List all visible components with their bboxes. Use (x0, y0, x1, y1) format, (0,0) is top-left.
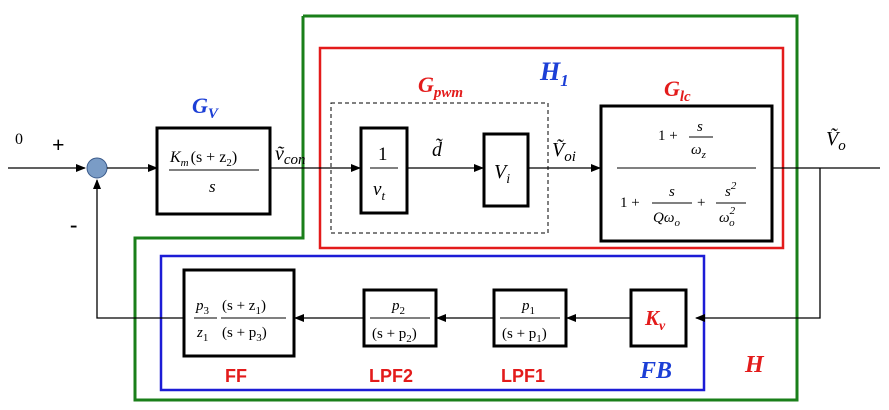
plus-sign: + (52, 132, 65, 157)
glc-num-s: s (697, 119, 703, 135)
vt-block (359, 126, 409, 215)
kv-block (629, 288, 688, 348)
ff-block (182, 268, 296, 358)
kv-gain: Kv (644, 306, 666, 334)
summing-junction (86, 157, 108, 179)
vi-block (482, 132, 530, 208)
gv-group-label: GV (192, 93, 220, 122)
glc-group-label: Glc (664, 76, 691, 105)
ff-den2: (s + p3) (222, 325, 267, 344)
lpf2-denominator: (s + p2) (372, 326, 417, 345)
lpf2-numerator: p2 (391, 298, 405, 317)
fb-group-boundary (159, 254, 706, 392)
d-tilde-label: d̃ (432, 137, 443, 161)
vi-gain: Vi (494, 161, 510, 187)
h1-group-label: H1 (539, 57, 569, 90)
glc-block (599, 104, 774, 243)
glc-den-plus: + (697, 195, 705, 211)
glc-num-one: 1 + (658, 128, 678, 144)
v-con-label: ṽcon (275, 143, 306, 168)
minus-sign: - (70, 212, 77, 237)
h1-group-boundary (318, 46, 785, 250)
vt-denominator: vt (373, 179, 385, 203)
lpf1-label: LPF1 (501, 366, 545, 386)
lpf1-numerator: p1 (521, 298, 535, 317)
gv-numerator: Km(s + z2) (169, 149, 237, 169)
feedback-takeoff-line (695, 168, 821, 322)
glc-den-s2: s2 (725, 180, 737, 200)
lpf2-label: LPF2 (369, 366, 413, 386)
h-group-boundary (133, 14, 799, 402)
glc-den-q: Qωo (653, 210, 680, 229)
h-group-label: H (744, 352, 765, 378)
gpwm-group-label: Gpwm (418, 72, 463, 101)
lpf1-denominator: (s + p1) (502, 326, 547, 345)
glc-num-omega: ωz (691, 142, 707, 161)
glc-den-s1: s (669, 184, 675, 200)
v-o-label: Ṽo (826, 126, 846, 154)
fb-group-label: FB (639, 358, 672, 384)
ff-den1: z1 (196, 325, 208, 344)
v-oi-label: Ṽoi (552, 137, 576, 165)
gv-denominator: s (209, 177, 216, 196)
ff-num1: p3 (195, 298, 210, 317)
ff-label: FF (225, 366, 247, 386)
glc-den-one: 1 + (620, 195, 640, 211)
gv-block (155, 126, 272, 216)
ff-num2: (s + z1) (222, 298, 266, 317)
vt-numerator: 1 (378, 144, 388, 165)
reference-label: 0 (15, 131, 23, 148)
ff-to-sum-line (93, 179, 183, 319)
